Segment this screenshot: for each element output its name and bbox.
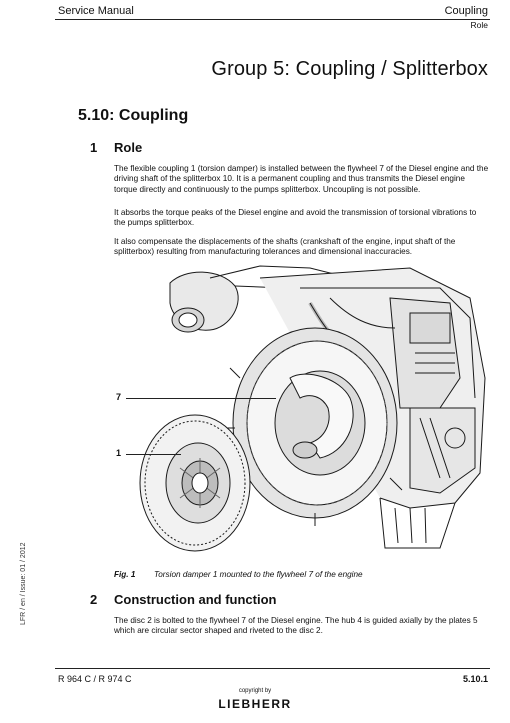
section-title: 5.10: Coupling bbox=[78, 107, 189, 124]
paragraph-construction: The disc 2 is bolted to the flywheel 7 o… bbox=[114, 616, 478, 636]
group-title: Group 5: Coupling / Splitterbox bbox=[211, 58, 488, 80]
paragraph-role-3: It also compensate the displacements of … bbox=[114, 237, 456, 257]
subsection-number: 2 bbox=[90, 592, 98, 607]
engine-illustration bbox=[139, 265, 486, 552]
callout-label-damper: 1 bbox=[116, 448, 122, 458]
subsection-number: 1 bbox=[90, 140, 98, 155]
subsection-heading-construction: 2 Construction and function bbox=[90, 592, 276, 607]
paragraph-role-1: The flexible coupling 1 (torsion damper)… bbox=[114, 164, 489, 194]
figure-caption: Fig. 1 Torsion damper 1 mounted to the fl… bbox=[114, 570, 363, 579]
subsection-title: Construction and function bbox=[114, 592, 277, 607]
paragraph-role-2: It absorbs the torque peaks of the Diese… bbox=[114, 208, 477, 228]
liebherr-logo: LIEBHERR bbox=[218, 697, 292, 711]
subsection-heading-role: 1 Role bbox=[90, 140, 142, 155]
footer-model: R 964 C / R 974 C bbox=[58, 674, 132, 684]
figure-caption-text: Torsion damper 1 mounted to the flywheel… bbox=[154, 570, 363, 579]
header-manual-title: Service Manual bbox=[58, 5, 134, 17]
header-divider bbox=[55, 19, 490, 20]
subsection-title: Role bbox=[114, 140, 143, 155]
callout-label-flywheel: 7 bbox=[116, 392, 122, 402]
footer-copyright: copyright by bbox=[238, 688, 272, 694]
callout-leader-damper bbox=[126, 454, 181, 455]
side-document-code: LFR / en / Issue: 01 / 2012 bbox=[20, 542, 27, 626]
footer-page-number: 5.10.1 bbox=[462, 674, 488, 684]
header-chapter-title: Coupling bbox=[444, 5, 488, 17]
figure-caption-label: Fig. 1 bbox=[114, 570, 136, 579]
callout-leader-flywheel bbox=[126, 398, 276, 399]
header-subtopic: Role bbox=[470, 20, 488, 30]
engine-coupling-figure: 7 1 bbox=[110, 258, 495, 558]
footer-divider bbox=[55, 668, 490, 669]
